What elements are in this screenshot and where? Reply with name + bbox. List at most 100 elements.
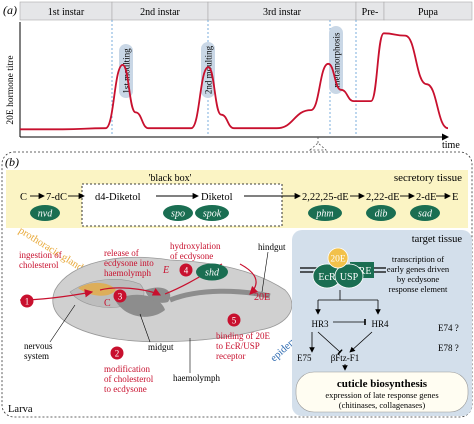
transcription-text-3: by ecdysone	[397, 274, 439, 284]
compound-c: C	[20, 192, 27, 203]
bubble-text-3: metamorphosis	[332, 32, 342, 87]
hr4-label: HR4	[371, 319, 389, 329]
compound-222-25-de: 2,22,25-dE	[302, 192, 349, 203]
enzyme-spok-label: spok	[203, 209, 222, 220]
enzyme-shd	[196, 263, 228, 281]
step-5-text-3: receptor	[216, 351, 245, 361]
stage-label-2: 2nd instar	[140, 7, 180, 18]
stage-label-5: Pupa	[418, 7, 439, 18]
compound-d4-diketol: d4-Diketol	[95, 192, 141, 203]
hormone-20e-label: 20E	[330, 255, 346, 265]
regulation-network	[309, 290, 381, 355]
bubble-2nd-moulting	[201, 42, 215, 98]
enzyme-sad	[410, 205, 440, 221]
compound-diketol: Diketol	[201, 192, 233, 203]
transcription-text-2: early genes driven	[387, 264, 450, 274]
panel-b-label: (b)	[5, 155, 19, 169]
bftz-label: βFtz-F1	[331, 353, 360, 363]
step-1-text-2: cholesterol	[19, 260, 59, 270]
transcription-text-1: transcription of	[392, 254, 444, 264]
compound-222-de: 2,22-dE	[366, 192, 400, 203]
larva-label: Larva	[8, 404, 33, 415]
transcription-text-4: response element	[389, 284, 448, 294]
enzyme-dib-label: dib	[375, 209, 388, 220]
stage-label-1: 1st instar	[48, 7, 85, 18]
enzyme-dib	[366, 205, 396, 221]
step-3-num: 3	[118, 292, 123, 302]
enzyme-phm-label: phm	[315, 209, 333, 220]
step-2-circle	[110, 346, 124, 360]
target-tissue: target tissue ERE EcR USP 20E transcript…	[292, 230, 472, 416]
enzyme-spo-label: spo	[171, 209, 185, 220]
panel-a-label: (a)	[3, 3, 17, 17]
enzyme-spok	[195, 205, 229, 221]
connector-arrow	[308, 142, 328, 151]
steps: 1 ingestion of cholesterol 2 modificatio…	[19, 241, 270, 394]
midgut-organ	[115, 294, 165, 317]
usp-label: USP	[340, 272, 359, 283]
compound-e: E	[452, 192, 458, 203]
black-box-label: 'black box'	[149, 173, 192, 184]
haemolymph-label: haemolymph	[173, 373, 220, 383]
enzyme-sad-label: sad	[418, 209, 433, 220]
cholesterol-c-label: C	[104, 298, 111, 309]
nervous-label-2: system	[24, 351, 49, 361]
enzyme-shd-label: shd	[205, 268, 220, 279]
enzyme-spo	[163, 205, 193, 221]
midgut-pointer	[139, 313, 151, 343]
step-4-text-2: of ecdysone	[170, 251, 213, 261]
step-2-text-2: of cholesterol	[104, 374, 154, 384]
midgut-label: midgut	[148, 342, 174, 352]
e74-label: E74 ?	[438, 323, 459, 333]
cuticle-sub-2: (chitinases, collagenases)	[339, 400, 426, 410]
moulting-bubbles: 1st moulting 2nd moulting metamorphosis	[119, 26, 343, 98]
nervous-label-1: nervous	[24, 341, 53, 351]
step-2-num: 2	[115, 349, 120, 359]
stage-dividers	[111, 20, 357, 136]
step-2-text-3: to ecdysone	[104, 384, 147, 394]
twenty-e-label: 20E	[254, 292, 270, 303]
step-3-circle	[113, 289, 127, 303]
step-4-circle	[179, 263, 193, 277]
hormone-20e	[327, 247, 349, 269]
cuticle-title: cuticle biosynthesis	[337, 378, 428, 390]
step-1-num: 1	[25, 297, 30, 307]
compound-7dc: 7-dC	[46, 192, 67, 203]
step-2-text-1: modification	[104, 364, 150, 374]
ecdysone-e-label: E	[162, 265, 169, 276]
x-axis-label: time	[442, 140, 460, 151]
usp-receptor	[334, 263, 364, 289]
step-3-text-1: release of	[104, 248, 139, 258]
e78-label: E78 ?	[438, 343, 459, 353]
enzymes: nvd spo spok phm dib sad	[30, 205, 440, 221]
step-3-text-2: ecdysone into	[104, 258, 154, 268]
step-4-text-1: hydroxylation	[170, 241, 221, 251]
stage-label-3: 3rd instar	[263, 7, 302, 18]
target-title: target tissue	[412, 234, 463, 245]
ecr-label: EcR	[318, 272, 336, 283]
step-5-text-2: to EcR/USP	[216, 341, 260, 351]
cuticle-box	[295, 371, 469, 413]
step-3-text-3: haemolymph	[104, 268, 151, 278]
stage-label-4: Pre-	[362, 7, 379, 18]
step-4-num: 4	[184, 266, 189, 276]
secretory-title: secretory tissue	[394, 172, 462, 184]
bubble-text-2: 2nd moulting	[204, 45, 214, 94]
y-axis-label: 20E hormone titre	[6, 55, 16, 124]
pathway: C 7-dC d4-Diketol Diketol 2,22,25-dE 2,2…	[20, 192, 458, 203]
enzyme-nvd-label: nvd	[38, 209, 53, 220]
hindgut-label: hindgut	[258, 242, 286, 252]
hormone-titre-curve	[19, 32, 449, 131]
step-1-circle	[20, 294, 34, 308]
enzyme-phm	[308, 205, 342, 221]
enzyme-nvd	[30, 205, 60, 221]
nervous-pointer	[49, 304, 76, 343]
cuticle-sub-1: expression of late response genes	[325, 390, 438, 400]
bubble-metamorphosis	[329, 26, 343, 94]
hindgut-tube	[169, 288, 271, 303]
step-5-num: 5	[232, 316, 237, 326]
step-1-text-1: ingestion of	[19, 250, 62, 260]
hr3-label: HR3	[311, 319, 329, 329]
hindgut-pointer	[261, 251, 269, 293]
